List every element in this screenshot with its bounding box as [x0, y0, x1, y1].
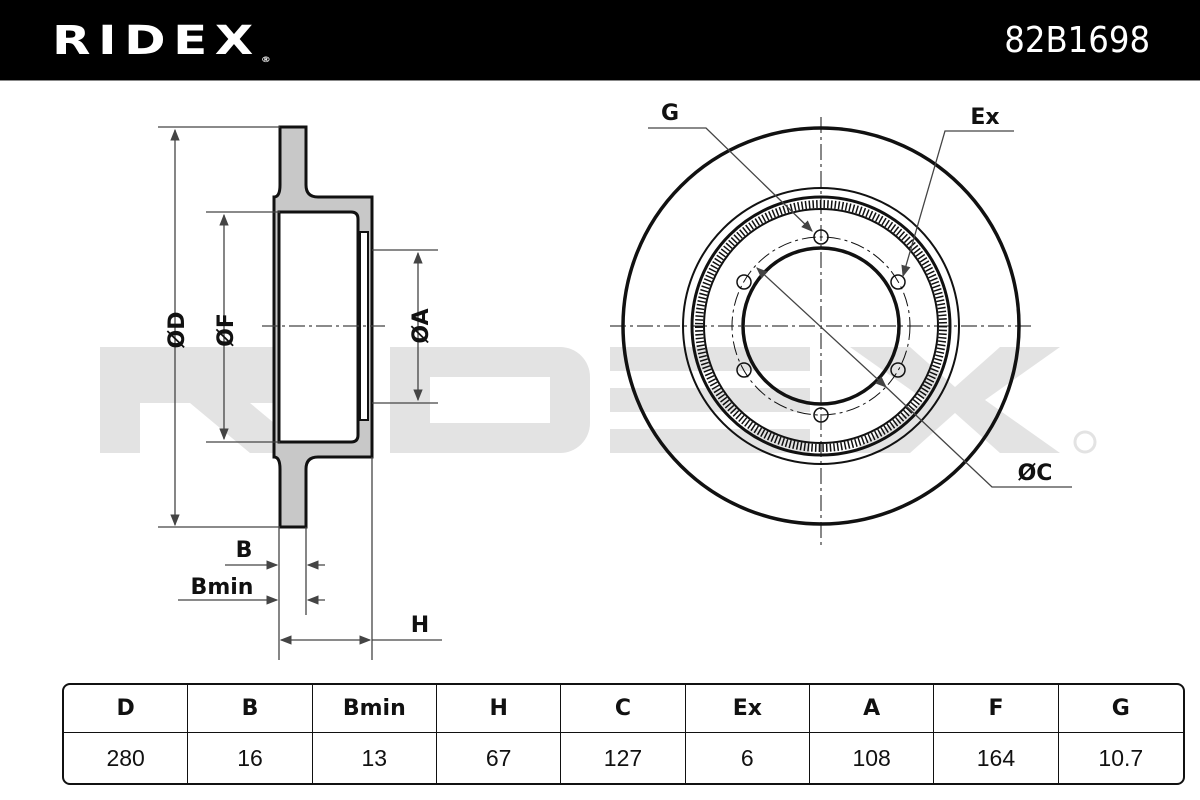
- table-header: Ex: [685, 685, 810, 734]
- table-header: G: [1058, 685, 1183, 734]
- dimensions-table: D B Bmin H C Ex A F G 280 16 13 67 127 6…: [62, 683, 1185, 785]
- label-h: H: [411, 613, 429, 638]
- brand-name: RIDEX: [52, 18, 261, 64]
- table-cell: 164: [934, 733, 1059, 783]
- table-cell: 127: [561, 733, 686, 783]
- table-cell: 10.7: [1098, 744, 1144, 771]
- technical-drawing: ØD ØF ØA B Bmin H G Ex ØC: [100, 101, 1097, 660]
- registered-mark: ®: [260, 55, 271, 64]
- part-number: 82B1698: [1004, 20, 1150, 61]
- table-header-row: D B Bmin H C Ex A F G: [64, 685, 1183, 734]
- brand-logo: RIDEX®: [52, 18, 271, 64]
- label-diameter-f: ØF: [214, 313, 239, 347]
- label-bmin: Bmin: [191, 575, 254, 600]
- table-cell: 67: [437, 733, 562, 783]
- table-cell: 13: [313, 733, 437, 783]
- label-g: G: [661, 101, 679, 126]
- table-header: F: [934, 685, 1059, 734]
- table-cell: 6: [686, 733, 810, 783]
- label-diameter-d: ØD: [165, 312, 190, 349]
- front-view: [610, 117, 1032, 545]
- table-row: 280 16 13 67 127 6 108 164 10.7: [64, 733, 1183, 783]
- table-header: H: [436, 685, 562, 734]
- table-header: Bmin: [312, 685, 437, 734]
- table-cell: 108: [810, 733, 935, 783]
- front-view-dimensions: [648, 127, 1072, 488]
- label-b: B: [236, 538, 253, 563]
- table-header: B: [188, 685, 313, 734]
- header-bar: RIDEX® 82B1698: [0, 0, 1200, 81]
- table-header: C: [561, 685, 686, 734]
- label-diameter-c: ØC: [1018, 461, 1053, 486]
- label-diameter-a: ØA: [409, 308, 434, 343]
- side-view: [272, 125, 374, 529]
- table-cell: 280: [64, 733, 189, 783]
- table-header: D: [64, 685, 189, 734]
- label-ex: Ex: [970, 105, 999, 130]
- side-view-dimensions: [158, 126, 442, 660]
- table-cell: 16: [188, 733, 313, 783]
- table-header: A: [809, 685, 935, 734]
